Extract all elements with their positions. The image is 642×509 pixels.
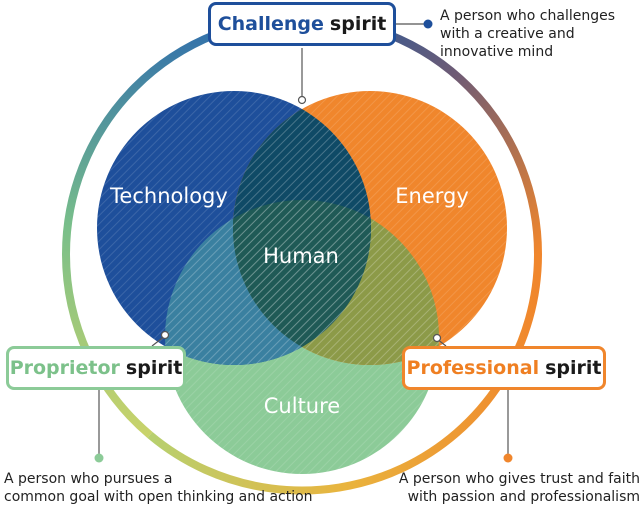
proprietor-spirit-box: Proprietor spirit <box>6 346 186 390</box>
culture-label: Culture <box>264 394 340 418</box>
challenge-description-line: A person who challenges <box>440 8 616 24</box>
professional-spirit-word: spirit <box>545 357 602 379</box>
energy-label: Energy <box>395 184 469 208</box>
professional-desc-dot <box>503 453 513 463</box>
proprietor-desc-dot <box>94 453 104 463</box>
proprietor-description: A person who pursues a common goal with … <box>4 470 313 506</box>
hatch-texture <box>165 200 439 474</box>
professional-description: A person who gives trust and faith with … <box>399 470 640 506</box>
professional-keyword: Professional <box>406 357 540 379</box>
challenge-spirit-word: spirit <box>329 13 387 35</box>
proprietor-connector-dot <box>160 330 170 340</box>
technology-label: Technology <box>109 184 228 208</box>
proprietor-description-line: A person who pursues a <box>4 471 173 487</box>
human-label: Human <box>263 244 339 268</box>
challenge-connector-dot <box>297 95 307 105</box>
professional-spirit-box: Professional spirit <box>402 346 606 390</box>
challenge-description: A person who challenges with a creative … <box>440 7 615 61</box>
challenge-keyword: Challenge <box>217 13 324 35</box>
professional-description-line: A person who gives trust and faith <box>398 471 640 487</box>
proprietor-description-line: common goal with open thinking and actio… <box>4 489 313 505</box>
challenge-description-line: innovative mind <box>440 44 554 60</box>
professional-description-line: with passion and professionalism <box>407 489 640 505</box>
challenge-spirit-box: Challenge spirit <box>208 2 396 46</box>
challenge-description-line: with a creative and <box>440 26 575 42</box>
challenge-desc-dot <box>423 19 433 29</box>
proprietor-spirit-word: spirit <box>125 357 183 379</box>
professional-connector-dot <box>432 333 442 343</box>
proprietor-keyword: Proprietor <box>9 357 120 379</box>
outer-ring-bottom <box>147 253 543 495</box>
